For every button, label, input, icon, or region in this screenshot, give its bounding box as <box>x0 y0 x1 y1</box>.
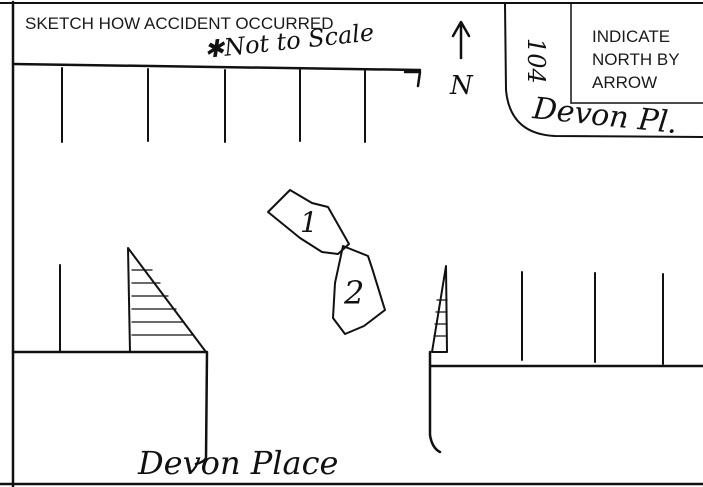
right-lower-parking <box>428 265 703 454</box>
vehicle-1-label: 1 <box>300 206 318 239</box>
north-letter: N <box>449 71 474 101</box>
street-label-bottom: Devon Place <box>137 444 338 482</box>
indicate-north-line-1: INDICATE <box>592 27 670 46</box>
vehicle-1 <box>267 189 350 255</box>
indicate-north-line-3: ARROW <box>592 73 657 92</box>
sketch-header: SKETCH HOW ACCIDENT OCCURRED <box>25 14 334 33</box>
top-parking-stalls <box>11 62 422 143</box>
top-right-curb <box>504 3 703 138</box>
street-label-top-right: Devon Pl. <box>530 91 679 141</box>
vehicle-2-label: 2 <box>343 274 364 312</box>
indicate-north-box: INDICATE NORTH BY ARROW <box>570 2 703 104</box>
indicate-north-line-2: NORTH BY <box>592 50 680 69</box>
vehicle-2 <box>332 245 386 335</box>
left-lower-parking <box>11 247 209 466</box>
north-arrow-icon <box>451 20 471 60</box>
vertical-number: 104 <box>522 38 550 84</box>
